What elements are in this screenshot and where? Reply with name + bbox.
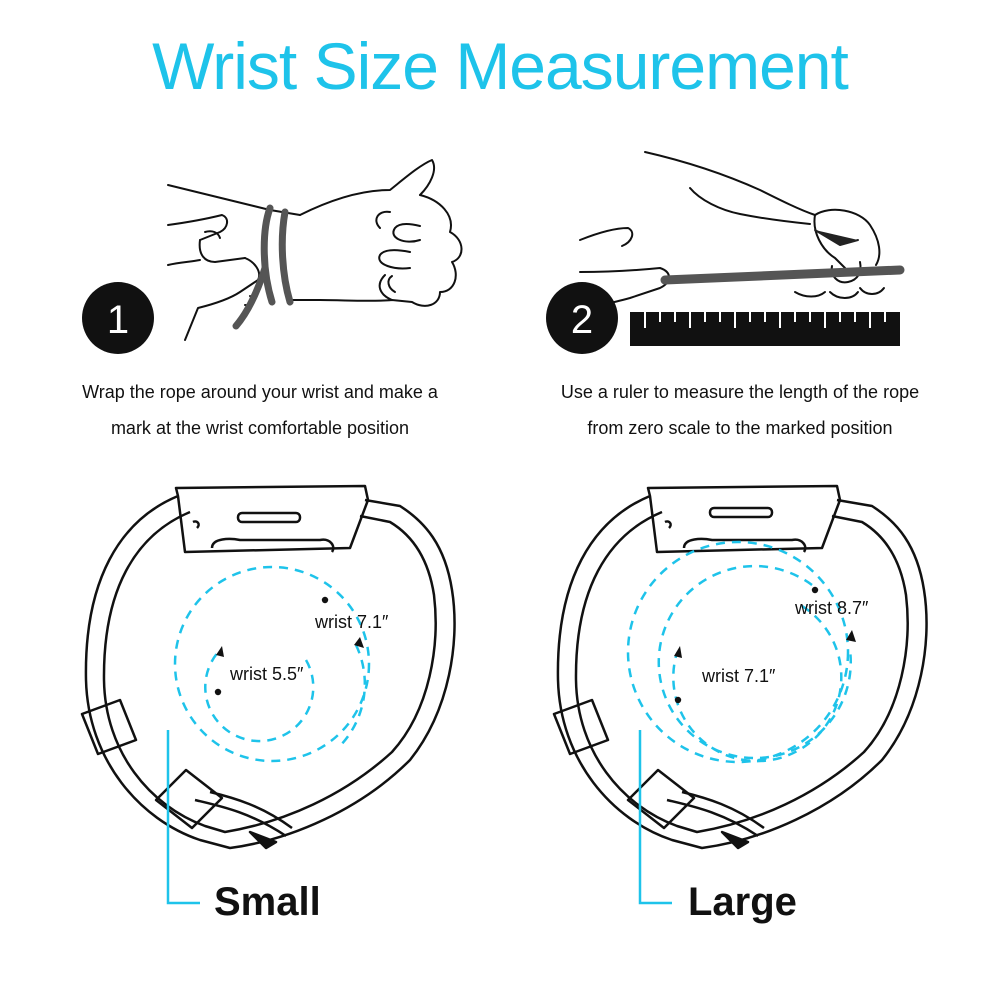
- step-1-caption-line1: Wrap the rope around your wrist and make…: [82, 382, 438, 402]
- band-large-size-label: Large: [688, 880, 797, 924]
- band-small-wrist-circles: [173, 565, 371, 763]
- band-small-outer-label: wrist 7.1″: [314, 612, 389, 632]
- step-2-caption-line1: Use a ruler to measure the length of the…: [560, 382, 920, 402]
- band-small-inner-label: wrist 5.5″: [229, 664, 304, 684]
- ruler: [630, 312, 900, 346]
- band-large-callout-line: [638, 730, 672, 905]
- step-1-caption-line2: mark at the wrist comfortable position: [110, 418, 410, 438]
- step-2-caption: Use a ruler to measure the length of the…: [510, 374, 970, 446]
- band-large-outer-label: wrist 8.7″: [794, 598, 869, 618]
- step-1-caption: Wrap the rope around your wrist and make…: [30, 374, 490, 446]
- ruler-measure-illustration: [579, 151, 905, 307]
- band-small-illustration: [80, 484, 456, 850]
- band-small-size-label: Small: [214, 880, 321, 924]
- band-small-callout-line: [166, 730, 200, 905]
- page-title: Wrist Size Measurement: [152, 29, 849, 103]
- step-1-number: 1: [107, 298, 129, 342]
- step-2-number: 2: [571, 298, 593, 342]
- step-1-badge: 1: [82, 282, 154, 354]
- wrist-wrap-illustration: [167, 159, 463, 341]
- band-large-illustration: [552, 484, 928, 850]
- band-large-wrist-circles: [626, 540, 852, 764]
- step-2-caption-line2: from zero scale to the marked position: [587, 418, 893, 438]
- step-2-badge: 2: [546, 282, 618, 354]
- band-large-inner-label: wrist 7.1″: [701, 666, 776, 686]
